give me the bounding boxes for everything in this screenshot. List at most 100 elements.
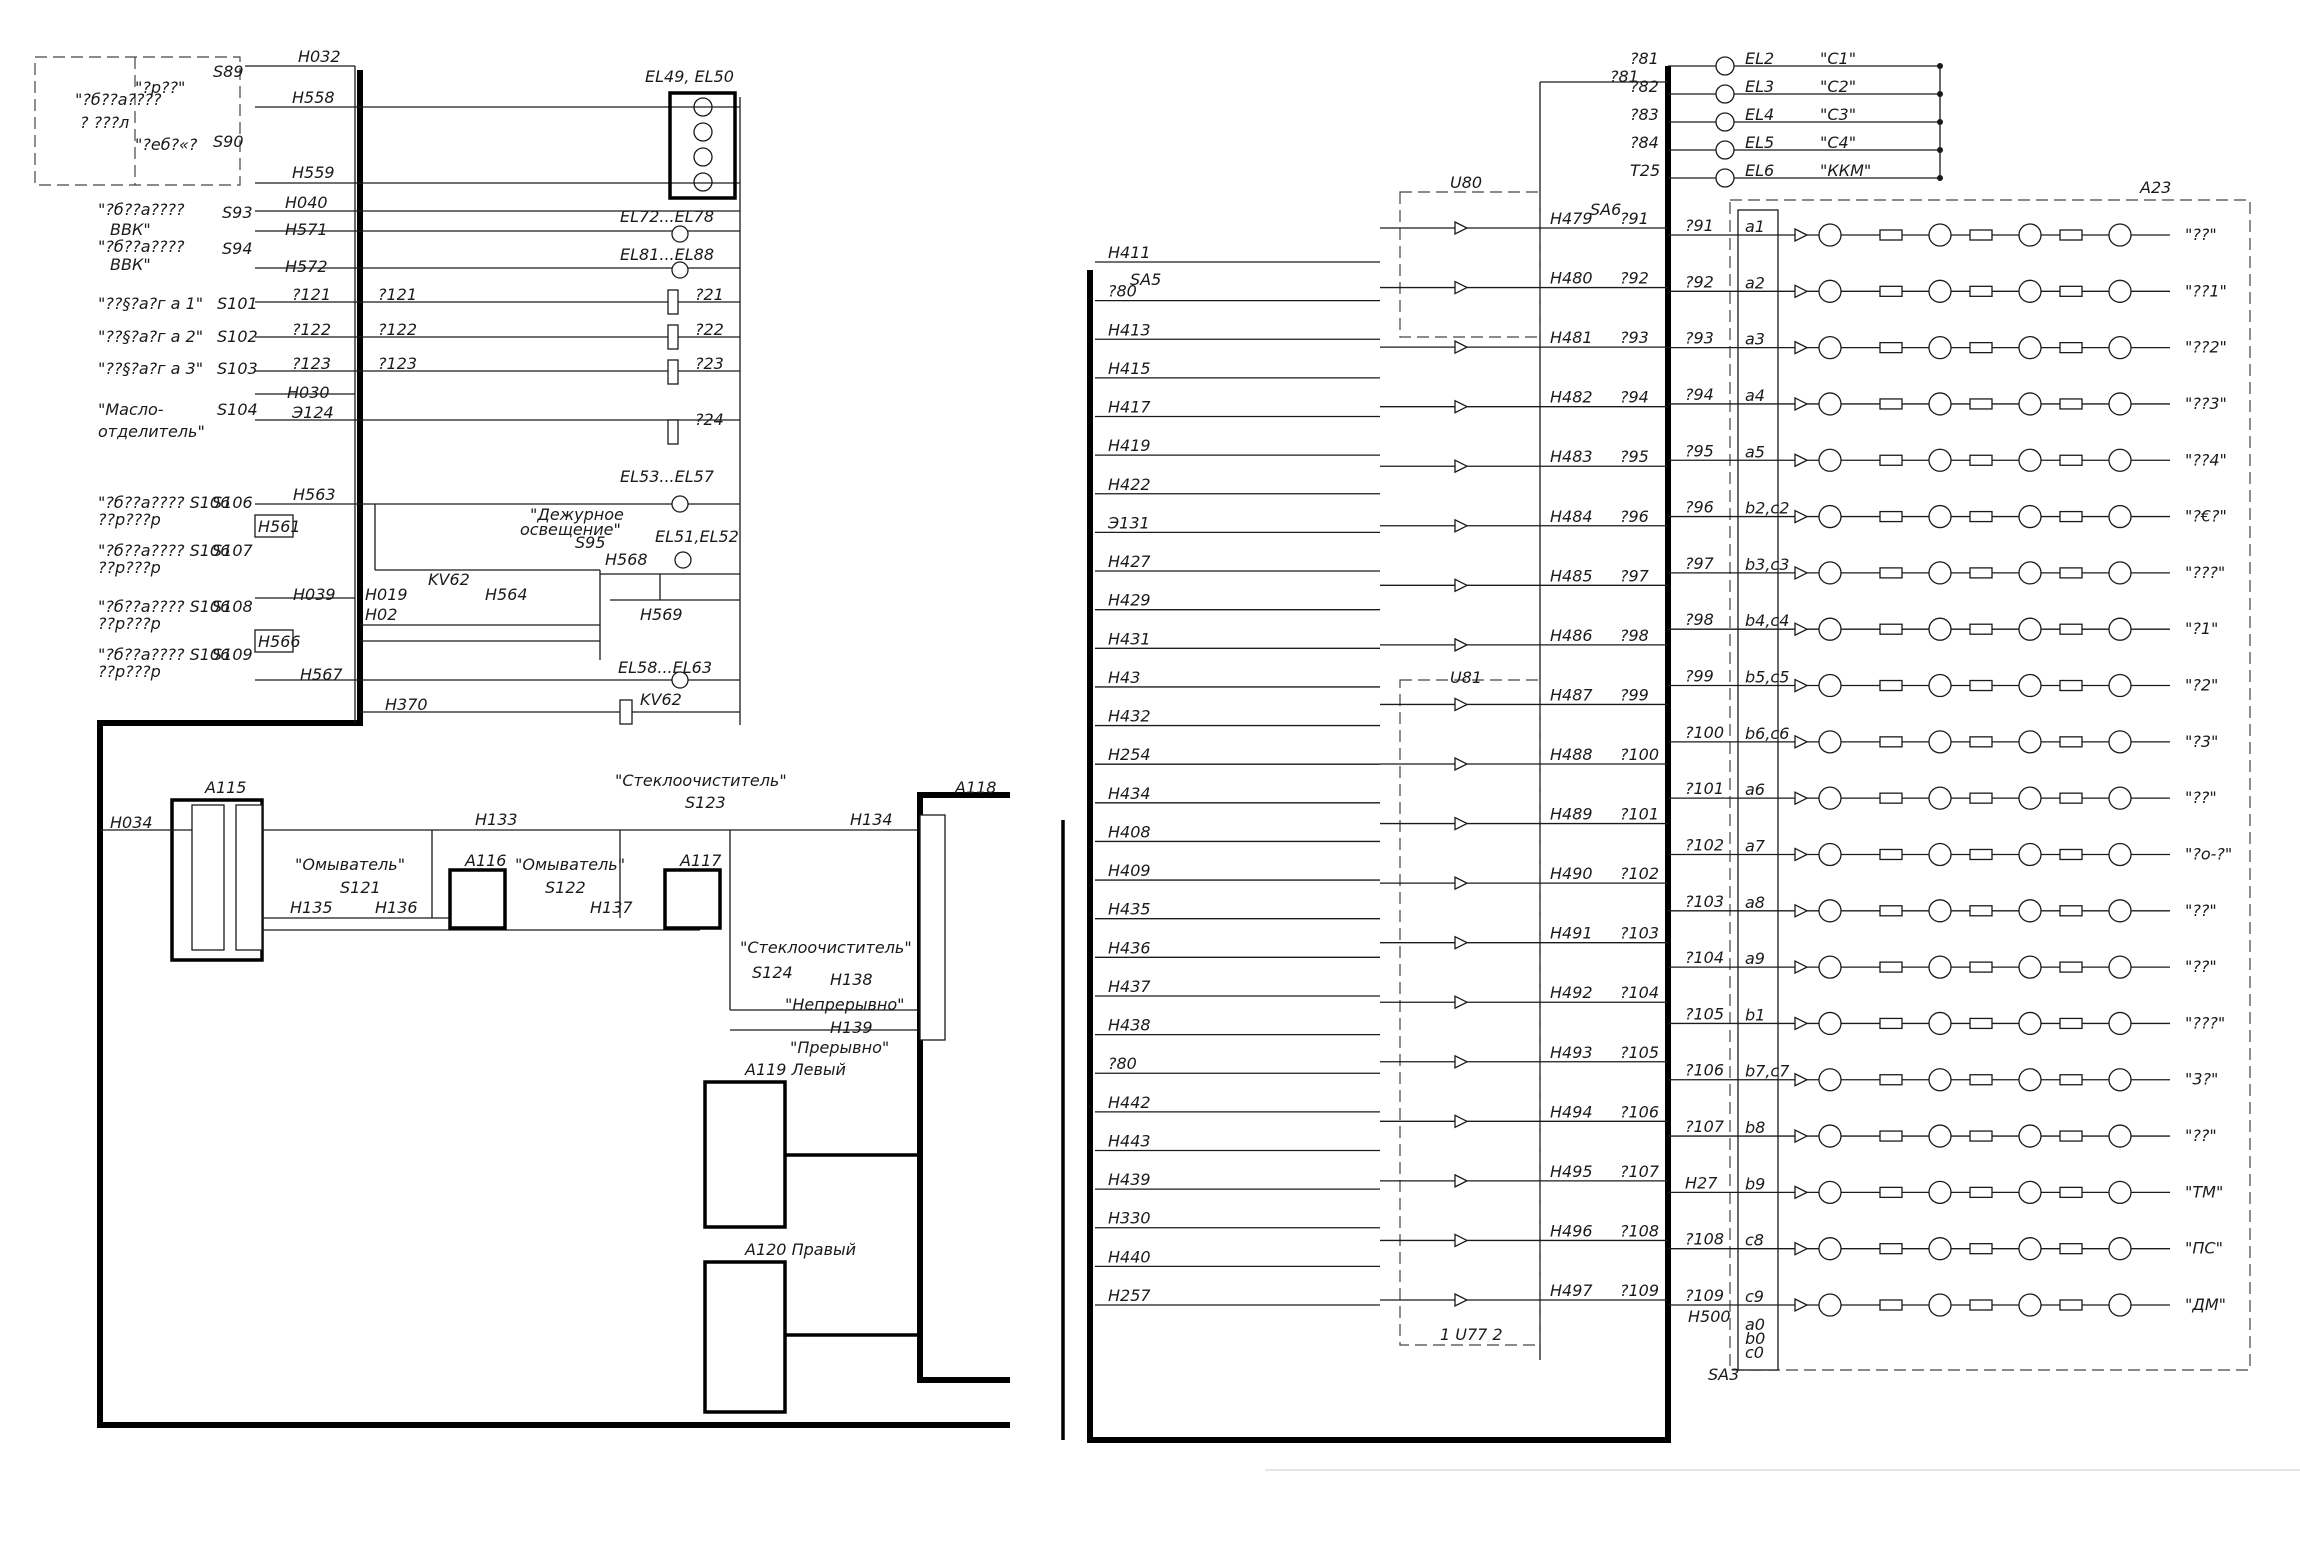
led-row-term: b8 [1745,1118,1765,1137]
resistor-icon [2059,961,2083,973]
lamp-el72 [671,225,689,243]
resistor-icon [1969,285,1993,297]
resistor-icon [2059,567,2083,579]
led-icon [2108,223,2132,247]
lamp-label: "C4" [1820,133,1856,152]
led-row-label: "???" [2185,563,2225,582]
wire-right-label: H486 [1550,626,1593,645]
led-row-label: "?3" [2185,732,2218,751]
led-icon [1818,1237,1842,1261]
led-icon [2108,335,2132,360]
washer-label-2: "Омыватель" [515,855,625,874]
label-a119: A119 Левый [744,1060,846,1079]
led-row-code: ?102 [1685,835,1724,854]
block-a119 [703,1080,787,1229]
label-vvk-1: "?б??а???? [98,200,185,219]
wire-left-label: H43 [1108,668,1140,687]
led-row-term: a4 [1745,386,1765,405]
led-row-label: "?1" [2185,619,2218,638]
led-icon [1928,448,1952,472]
resistor-icon [1969,623,1993,635]
lamp-block-el49 [668,91,737,200]
led-icon [2108,1068,2132,1092]
panel-label-1: "?б??а???? [75,90,162,109]
led-row-term: a5 [1745,442,1765,461]
lamp-el58 [671,671,689,689]
led-row-term: a1 [1745,217,1765,236]
wire-left-label: ?80 [1108,282,1137,301]
wire-h572: H572 [285,257,328,276]
resistor-icon [1879,905,1903,917]
led-icon [1928,561,1952,585]
diode-symbol [1454,935,1469,950]
wire-right-label: H482 [1550,388,1593,407]
resistor-icon [1879,229,1903,241]
lamp-label: "ККМ" [1820,161,1871,180]
wire-left-label: H435 [1108,900,1151,919]
resistor-icon [1969,510,1993,523]
resistor-icon [2059,905,2083,917]
led-row-term: b5,c5 [1745,668,1789,687]
resistor-icon [2059,510,2083,523]
wire-right-code: ?101 [1620,805,1659,824]
diode-symbol [1454,876,1469,891]
diode-icon [1794,284,1809,299]
wire-h564: H564 [485,585,528,604]
resistor-icon [2059,1186,2083,1199]
diode-symbol [1454,518,1469,533]
lamp-el53-label: EL53...EL57 [620,467,715,486]
label-a23: A23 [2139,178,2171,197]
led-icon [1928,223,1952,247]
led-row-term: b4,c4 [1745,611,1789,630]
wire-h571: H571 [285,220,328,239]
lamp-icon [1715,168,1735,188]
wire-right-label: H489 [1550,805,1593,824]
panel-label-2: "?р??" [135,78,185,97]
label-vvk-2b: ВВК" [110,255,151,274]
wire-h370: H370 [385,695,428,714]
label-dim-2b: ??р???р [98,558,161,577]
label-a117: A117 [679,851,722,870]
wire-right-code: ?104 [1620,983,1659,1002]
lamp-code: ?84 [1630,133,1659,152]
led-icon [1928,955,1952,979]
led-icon [1928,1068,1952,1092]
resistor-icon [1879,1130,1903,1142]
resistor-icon [1879,398,1903,410]
wire-left-label: H432 [1108,707,1151,726]
led-row-code: ?105 [1685,1004,1724,1023]
dimmer-h561-label: H561 [258,517,301,536]
led-row-label: "??" [2185,957,2217,976]
led-icon [1818,955,1842,979]
led-icon [1818,1293,1842,1317]
led-icon [2108,448,2132,472]
label-a116: A116 [464,851,506,870]
wire-left-label: H411 [1108,243,1151,262]
relay-coil-23 [667,359,679,385]
middle-left-wires: H411?80H413H415H417H419H422Э131H427H429H… [1095,243,1380,1306]
led-icon [2018,1124,2042,1148]
label-u81: U81 [1450,668,1482,687]
resistor-icon [2059,1130,2083,1142]
relay-kv62-label: KV62 [428,570,470,589]
wire-h567: H567 [300,665,343,684]
diode-symbol [1454,1173,1469,1188]
block-a117 [663,868,722,930]
resistor-icon [1879,679,1903,692]
terminal-block-u80 [1399,191,1541,338]
wire-h133: H133 [475,810,518,829]
lamp-el51 [674,551,692,569]
led-icon [1818,561,1842,585]
led-icon [1928,673,1952,698]
led-icon [2108,1293,2132,1317]
led-row-code: ?94 [1685,385,1714,404]
wire-h563: H563 [293,485,336,504]
diode-symbol [1454,756,1469,772]
lamp-el81 [671,261,689,279]
label-step-2: "??§?а?г а 2" [98,327,203,346]
led-row-term: b1 [1745,1005,1765,1024]
led-icon [2018,617,2042,641]
wire-right-code: ?98 [1620,626,1649,645]
led-icon [1818,673,1842,698]
